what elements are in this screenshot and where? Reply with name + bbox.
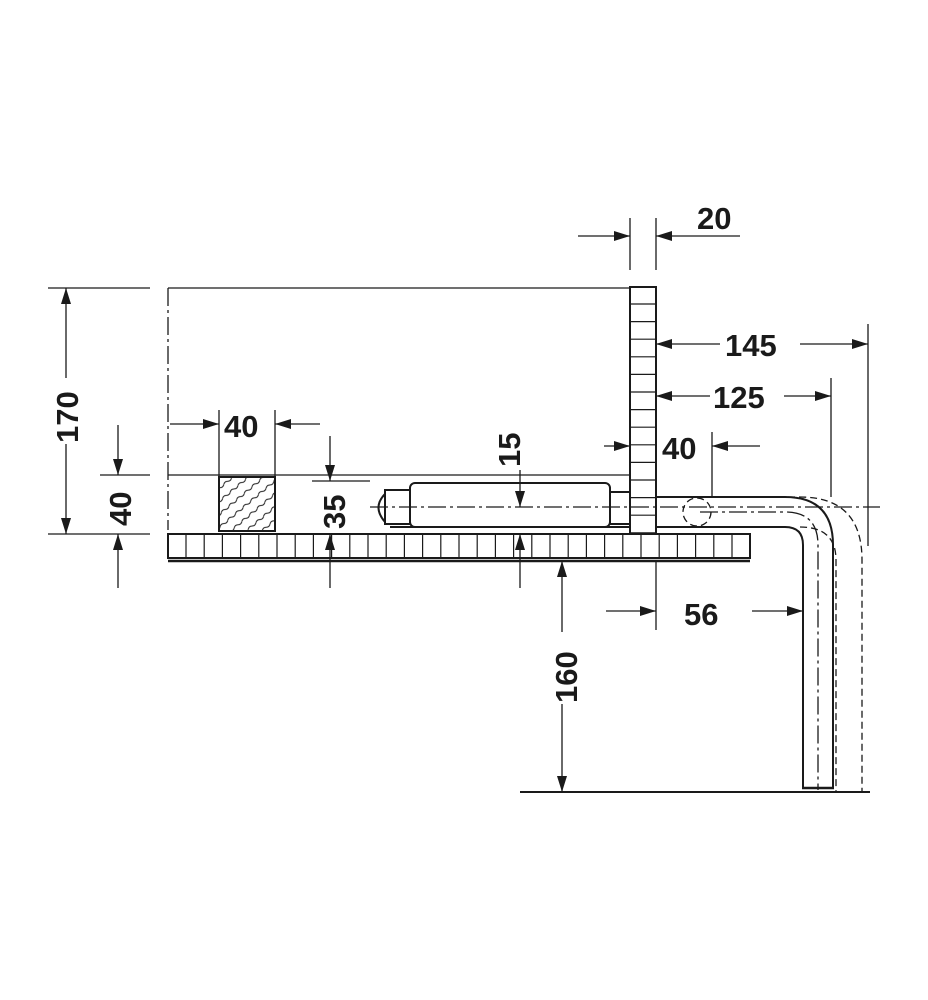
board-outline — [167, 287, 630, 530]
dim-170: 170 — [48, 287, 150, 535]
dim-glass-thickness-label: 20 — [697, 201, 731, 236]
dim-35: 35 — [312, 436, 370, 588]
dim-15: 15 — [492, 433, 527, 588]
dim-leg-offset-label: 56 — [684, 597, 718, 632]
dim-post-width-label: 40 — [224, 409, 258, 444]
dim-reach-outer-label: 145 — [725, 328, 777, 363]
dim-160: 160 — [546, 561, 584, 792]
base-rail — [167, 533, 751, 563]
dim-overall-height-label: 170 — [50, 391, 85, 443]
dim-145: 145 — [656, 324, 869, 546]
wood-post — [218, 476, 276, 532]
dim-40-post: 40 — [170, 409, 320, 477]
dim-leg-height-label: 160 — [549, 651, 584, 703]
dim-clamp-height-label: 15 — [492, 433, 527, 467]
dim-offset-35-label: 35 — [317, 495, 352, 529]
dim-reach-inner-label: 125 — [713, 380, 765, 415]
clamp-cylinder — [370, 482, 880, 528]
tube-bracket — [656, 496, 863, 792]
dim-56: 56 — [606, 561, 803, 632]
dim-lower-height-label: 40 — [103, 492, 138, 526]
dim-20: 20 — [578, 201, 740, 270]
dim-clamp-gap-label: 40 — [662, 431, 696, 466]
dim-125: 125 — [656, 378, 832, 497]
glass-pane — [629, 286, 657, 535]
dim-40-vertical: 40 — [100, 425, 150, 588]
dim-40-gap: 40 — [604, 431, 760, 497]
